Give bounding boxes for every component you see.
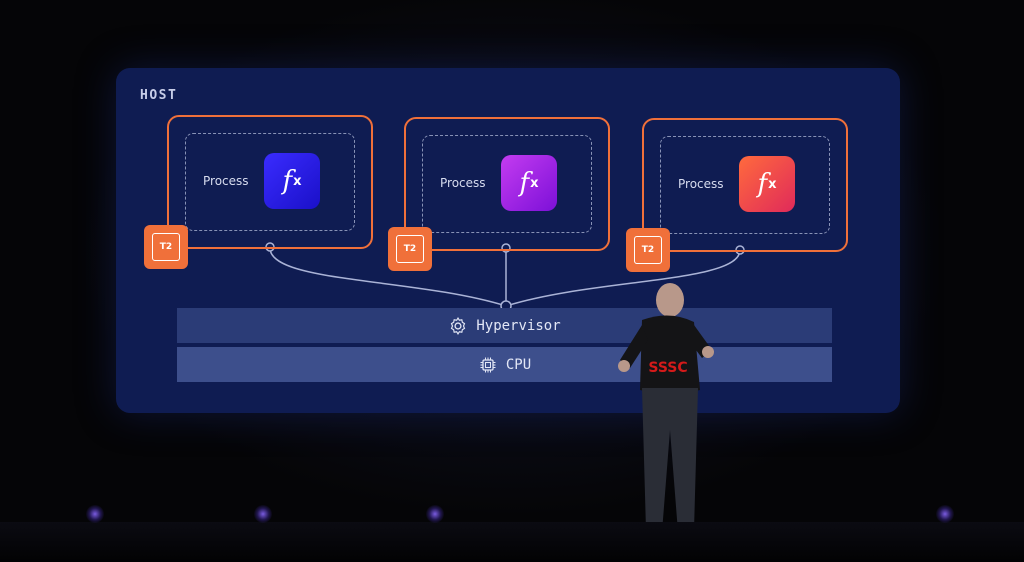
cpu-chip-icon	[480, 357, 496, 372]
t2-instance-icon-1: T2	[144, 225, 188, 269]
stage-light	[426, 505, 444, 523]
t2-instance-icon-3: T2	[626, 228, 670, 272]
stage-light	[86, 505, 104, 523]
gear-icon	[451, 316, 466, 335]
cpu-layer: CPU	[177, 347, 832, 382]
t2-instance-icon-2: T2	[388, 227, 432, 271]
hypervisor-label: Hypervisor	[476, 317, 561, 334]
host-label: HOST	[140, 88, 178, 103]
stage-floor	[0, 522, 1024, 562]
process-label-3: Process	[678, 177, 724, 191]
process-label-2: Process	[440, 176, 486, 190]
process-label-1: Process	[203, 174, 249, 188]
hypervisor-layer: Hypervisor	[177, 308, 832, 343]
stage-light	[936, 505, 954, 523]
stage-light	[254, 505, 272, 523]
presenter: SSSC	[618, 283, 714, 543]
shirt-text: SSSC	[648, 360, 687, 376]
cpu-label: CPU	[505, 356, 532, 373]
